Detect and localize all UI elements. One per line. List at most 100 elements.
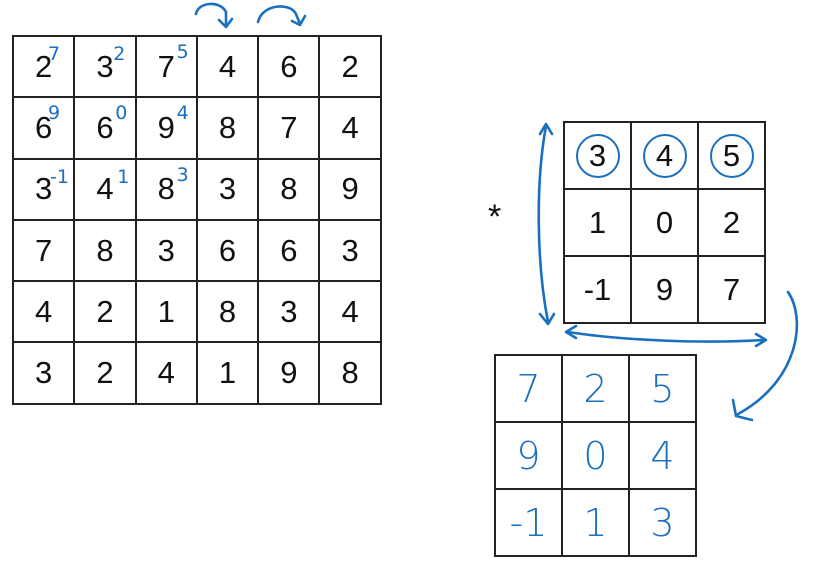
filter-cell-value: 3 (588, 137, 607, 173)
input-cell: 2 (75, 282, 137, 344)
input-cell-value: 8 (218, 293, 237, 329)
input-cell: 3 (14, 343, 76, 405)
input-cell: 3 (197, 159, 260, 221)
input-cell: 4 (197, 37, 260, 99)
input-cell-value: 4 (341, 109, 359, 145)
result-cell: 7 (496, 356, 563, 423)
filter-cell-value: 0 (655, 204, 674, 240)
result-cell: 1 (563, 490, 630, 557)
input-cell-annotation: 7 (48, 43, 61, 65)
input-cell: 3 (259, 282, 321, 344)
input-cell: 7 (14, 220, 76, 283)
input-cell-value: 6 (280, 232, 298, 268)
convolution-operator: * (488, 198, 502, 236)
result-cell-value: 1 (583, 500, 608, 545)
input-cell: 6 (259, 37, 321, 99)
result-cell-value: 9 (516, 433, 541, 478)
result-cell-value: 3 (650, 500, 675, 545)
horizontal-double-arrow-icon (564, 324, 768, 348)
result-cell: 9 (496, 423, 563, 490)
input-cell-value: 1 (218, 355, 237, 391)
input-cell-annotation: 2 (113, 43, 126, 65)
input-cell: 8 (197, 98, 260, 160)
input-cell-value: 3 (35, 355, 53, 391)
input-cell: 6 (197, 220, 260, 283)
input-cell: 2 (320, 37, 382, 99)
input-cell: 4 (320, 282, 382, 344)
filter-cell-value: 2 (722, 204, 741, 240)
input-cell: 4 (320, 98, 382, 160)
result-cell: 3 (630, 490, 697, 557)
input-cell-value: 8 (341, 355, 359, 391)
input-cell-annotation: 1 (117, 165, 130, 188)
input-cell: 7 (259, 98, 321, 160)
input-cell-value: 7 (280, 109, 298, 145)
input-cell-annotation: 5 (176, 41, 189, 63)
input-cell-value: 2 (96, 293, 114, 329)
input-cell: 9 (259, 343, 321, 405)
result-cell-value: 4 (650, 433, 675, 478)
input-cell-value: 2 (341, 48, 359, 84)
filter-cell: 5 (699, 123, 766, 190)
filter-cell-value: -1 (583, 271, 612, 307)
result-cell-value: 5 (650, 366, 675, 411)
circle-mark (709, 133, 754, 178)
result-cell-value: -1 (509, 500, 548, 545)
input-cell-value: 8 (157, 171, 175, 207)
input-cell-value: 4 (35, 293, 53, 329)
result-cell: 5 (630, 356, 697, 423)
input-cell-value: 3 (35, 171, 53, 207)
input-cell-value: 1 (157, 293, 175, 329)
input-cell: 8 (259, 159, 321, 221)
input-cell-annotation: 0 (115, 102, 128, 125)
input-cell: 3 (136, 220, 198, 283)
input-cell: 6 (259, 220, 321, 283)
input-cell: 9 (320, 159, 382, 221)
input-cell-value: 7 (35, 232, 53, 268)
result-cell: -1 (496, 490, 563, 557)
input-cell: 1 (197, 343, 260, 405)
result-cell: 4 (630, 423, 697, 490)
vertical-double-arrow-icon (537, 122, 556, 326)
input-cell: 3-1 (14, 159, 76, 221)
input-cell-value: 9 (280, 355, 298, 391)
input-cell-annotation: 4 (176, 102, 189, 125)
filter-cell: -1 (565, 257, 632, 324)
input-cell: 8 (320, 343, 382, 405)
circle-mark (642, 133, 687, 178)
input-cell-value: 6 (218, 232, 237, 268)
filter-cell: 2 (699, 190, 766, 257)
circle-mark (575, 133, 620, 178)
input-cell-value: 3 (280, 293, 298, 329)
result-cell: 0 (563, 423, 630, 490)
input-cell: 1 (136, 282, 198, 344)
result-cell: 2 (563, 356, 630, 423)
filter-cell: 1 (565, 190, 632, 257)
input-cell-value: 4 (218, 48, 237, 84)
input-cell-value: 6 (96, 109, 114, 145)
input-cell: 3 (320, 220, 382, 283)
input-cell: 8 (197, 282, 260, 344)
input-cell-value: 9 (157, 109, 175, 145)
input-cell-value: 7 (157, 48, 175, 84)
input-cell-value: 6 (35, 109, 53, 145)
result-cell-value: 0 (583, 433, 608, 478)
input-cell-value: 4 (341, 293, 359, 329)
result-cell-value: 2 (583, 366, 608, 411)
swap-arrow-left-icon (194, 2, 234, 29)
filter-cell: 4 (632, 123, 699, 190)
input-cell-value: 8 (218, 109, 237, 145)
filter-cell-value: 5 (722, 137, 741, 173)
filter-cell-value: 7 (722, 271, 741, 307)
swap-arrow-right-icon (256, 5, 307, 27)
input-cell: 8 (75, 220, 137, 283)
filter-cell: 7 (699, 257, 766, 324)
input-cell-value: 3 (341, 232, 359, 268)
